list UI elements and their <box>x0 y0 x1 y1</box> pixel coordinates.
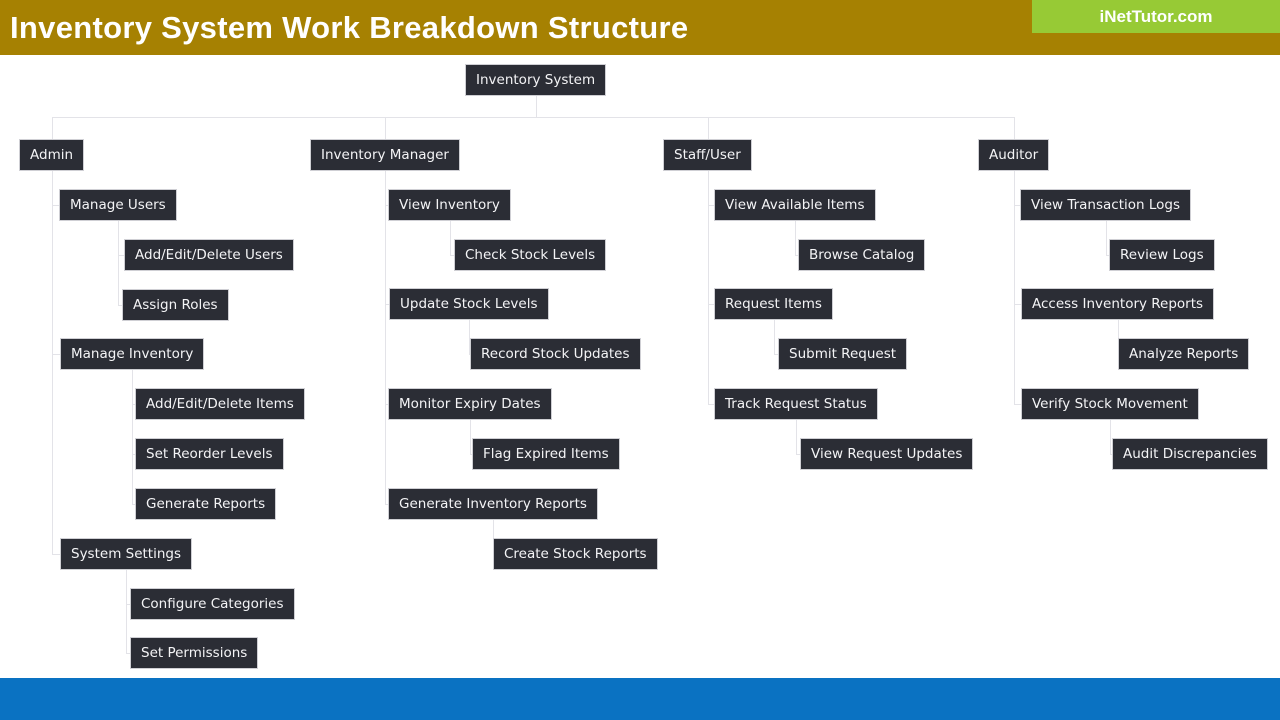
connector-line <box>450 221 451 255</box>
connector-line <box>1110 420 1111 454</box>
connector-line <box>385 171 386 504</box>
connector-line <box>385 304 389 305</box>
connector-line <box>470 454 472 455</box>
wbs-node-mi2: Set Reorder Levels <box>135 438 284 470</box>
wbs-node-su: Staff/User <box>663 139 752 171</box>
connector-line <box>52 171 53 554</box>
connector-line <box>132 370 133 504</box>
connector-line <box>132 404 135 405</box>
wbs-node-vai1: Browse Catalog <box>798 239 926 271</box>
wbs-node-vsm1: Audit Discrepancies <box>1112 438 1268 470</box>
wbs-node-vai: View Available Items <box>714 189 876 221</box>
connector-line <box>470 420 471 454</box>
wbs-node-vi: View Inventory <box>388 189 511 221</box>
wbs-node-vsm: Verify Stock Movement <box>1021 388 1199 420</box>
connector-line <box>1106 255 1110 256</box>
connector-line <box>118 221 119 305</box>
connector-line <box>126 653 130 654</box>
wbs-node-gir: Generate Inventory Reports <box>388 488 598 520</box>
wbs-node-vtl: View Transaction Logs <box>1020 189 1191 221</box>
connector-line <box>385 117 386 139</box>
wbs-node-mi: Manage Inventory <box>60 338 205 370</box>
connector-line <box>469 320 470 354</box>
connector-line <box>469 354 470 355</box>
connector-line <box>118 255 124 256</box>
wbs-node-ss2: Set Permissions <box>130 637 259 669</box>
connector-line <box>385 205 388 206</box>
connector-line <box>708 171 709 404</box>
wbs-node-air: Access Inventory Reports <box>1021 288 1215 320</box>
wbs-node-mi1: Add/Edit/Delete Items <box>135 388 305 420</box>
connector-line <box>1110 454 1112 455</box>
connector-line <box>126 570 127 653</box>
wbs-node-mu2: Assign Roles <box>122 289 229 321</box>
connector-line <box>708 205 715 206</box>
footer-bar <box>0 678 1280 720</box>
connector-line <box>796 420 797 454</box>
wbs-node-vtl1: Review Logs <box>1109 239 1215 271</box>
connector-line <box>450 255 455 256</box>
wbs-node-mi3: Generate Reports <box>135 488 277 520</box>
connector-line <box>52 354 61 355</box>
connector-line <box>708 304 715 305</box>
wbs-node-trs1: View Request Updates <box>800 438 974 470</box>
connector-line <box>385 504 388 505</box>
connector-line <box>118 305 122 306</box>
connector-line <box>774 320 775 354</box>
connector-line <box>1014 117 1015 139</box>
wbs-node-mu1: Add/Edit/Delete Users <box>124 239 294 271</box>
wbs-node-im: Inventory Manager <box>310 139 460 171</box>
connector-line <box>1106 221 1107 255</box>
wbs-node-gir1: Create Stock Reports <box>493 538 658 570</box>
page-title: Inventory System Work Breakdown Structur… <box>10 10 689 45</box>
wbs-node-ss1: Configure Categories <box>130 588 295 620</box>
connector-line <box>1014 171 1015 404</box>
wbs-node-mu: Manage Users <box>59 189 177 221</box>
wbs-node-admin: Admin <box>19 139 85 171</box>
connector-line <box>52 117 1014 118</box>
wbs-node-usl: Update Stock Levels <box>389 288 549 320</box>
connector-line <box>1014 404 1022 405</box>
wbs-node-air1: Analyze Reports <box>1118 338 1250 370</box>
wbs-node-root: Inventory System <box>465 64 607 96</box>
connector-line <box>1014 304 1022 305</box>
wbs-node-ri: Request Items <box>714 288 833 320</box>
wbs-node-trs: Track Request Status <box>714 388 878 420</box>
connector-line <box>708 117 709 139</box>
connector-line <box>52 205 60 206</box>
connector-line <box>52 554 61 555</box>
connector-line <box>126 604 130 605</box>
connector-line <box>1014 205 1021 206</box>
watermark-badge: iNetTutor.com <box>1032 0 1280 33</box>
wbs-node-vi1: Check Stock Levels <box>454 239 607 271</box>
connector-line <box>132 504 135 505</box>
wbs-node-aud: Auditor <box>978 139 1050 171</box>
connector-line <box>795 255 798 256</box>
connector-line <box>385 404 388 405</box>
connector-line <box>708 404 715 405</box>
wbs-node-med1: Flag Expired Items <box>472 438 620 470</box>
connector-line <box>493 520 494 554</box>
connector-line <box>536 96 537 117</box>
wbs-node-ri1: Submit Request <box>778 338 908 370</box>
wbs-node-usl1: Record Stock Updates <box>470 338 641 370</box>
wbs-node-ss: System Settings <box>60 538 193 570</box>
connector-line <box>132 454 135 455</box>
connector-line <box>795 221 796 255</box>
connector-line <box>796 454 800 455</box>
wbs-node-med: Monitor Expiry Dates <box>388 388 552 420</box>
connector-line <box>52 117 53 139</box>
connector-line <box>1118 320 1119 354</box>
connector-line <box>774 354 779 355</box>
